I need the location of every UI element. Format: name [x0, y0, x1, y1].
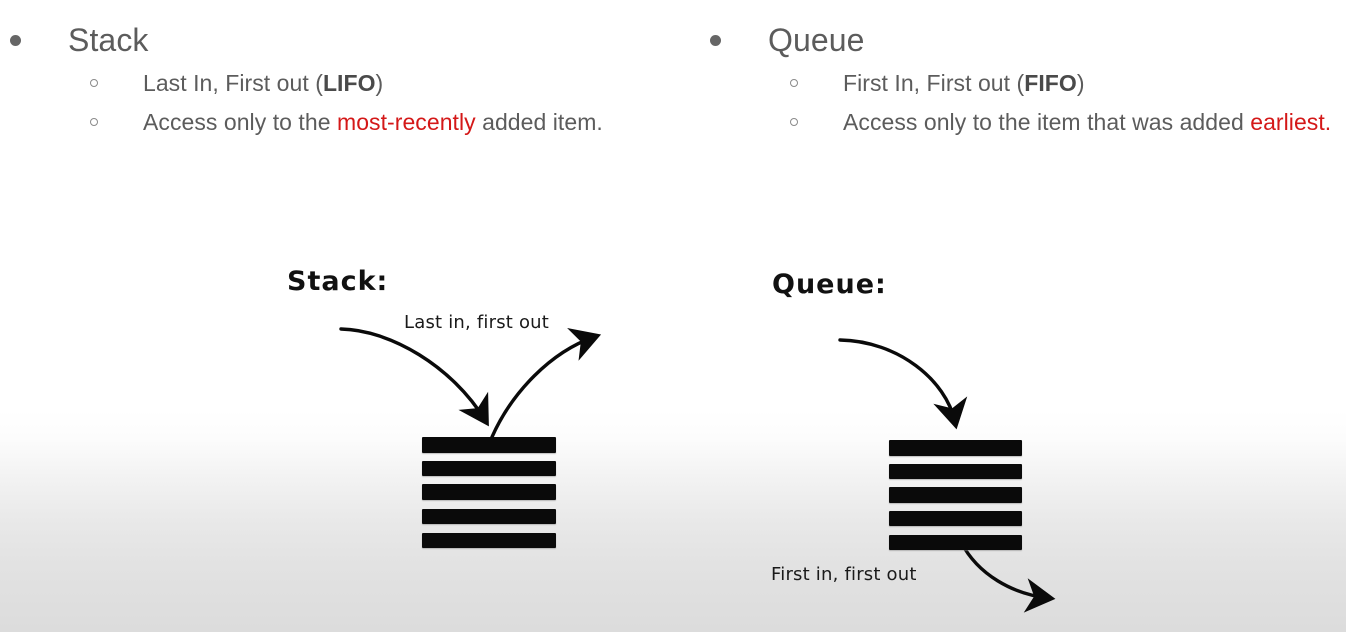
- stack-bar: [422, 533, 556, 548]
- heading-label: Stack: [68, 22, 149, 58]
- stack-diagram-title: Stack:: [287, 266, 389, 297]
- queue-bar: [889, 464, 1022, 479]
- queue-bar: [889, 511, 1022, 526]
- bullet-heading-queue: Queue: [700, 18, 1346, 62]
- sub-bullet-text: Last In, First out (LIFO): [143, 70, 384, 96]
- bullet-ring-icon: [790, 118, 798, 126]
- queue-dequeue-arrow: [959, 540, 1056, 613]
- sub-bullet-item: Access only to the item that was added e…: [700, 103, 1346, 142]
- sub-bullet-text: Access only to the item that was added e…: [843, 109, 1332, 135]
- bullet-heading-stack: Stack: [0, 18, 660, 62]
- stack-bar: [422, 461, 556, 476]
- queue-arrow-label: First in, first out: [771, 564, 917, 585]
- bullet-dot-icon: [10, 35, 21, 46]
- queue-diagram-title: Queue:: [772, 269, 887, 300]
- sub-bullet-text: First In, First out (FIFO): [843, 70, 1085, 96]
- sub-bullet-item: Last In, First out (LIFO): [0, 64, 660, 103]
- queue-bar: [889, 440, 1022, 456]
- sub-bullet-item: Access only to the most-recently added i…: [0, 103, 660, 142]
- sub-bullet-text: Access only to the most-recently added i…: [143, 109, 603, 135]
- queue-bar: [889, 535, 1022, 550]
- queue-bar: [889, 487, 1022, 503]
- heading-label: Queue: [768, 22, 865, 58]
- stack-bar: [422, 484, 556, 500]
- bullet-dot-icon: [710, 35, 721, 46]
- sub-bullet-list-queue: First In, First out (FIFO) Access only t…: [700, 64, 1346, 142]
- stack-pop-arrow: [490, 328, 602, 439]
- sub-bullet-list-stack: Last In, First out (LIFO) Access only to…: [0, 64, 660, 142]
- bullet-ring-icon: [90, 118, 98, 126]
- stack-bar: [422, 509, 556, 524]
- queue-enqueue-arrow: [838, 338, 968, 430]
- stack-arrow-label: Last in, first out: [404, 312, 550, 333]
- text-column-stack: Stack Last In, First out (LIFO) Access o…: [0, 0, 660, 142]
- bullet-ring-icon: [90, 79, 98, 87]
- text-column-queue: Queue First In, First out (FIFO) Access …: [700, 0, 1346, 142]
- stack-bar: [422, 437, 556, 453]
- sub-bullet-item: First In, First out (FIFO): [700, 64, 1346, 103]
- bullet-ring-icon: [790, 79, 798, 87]
- stack-push-arrow: [339, 327, 489, 427]
